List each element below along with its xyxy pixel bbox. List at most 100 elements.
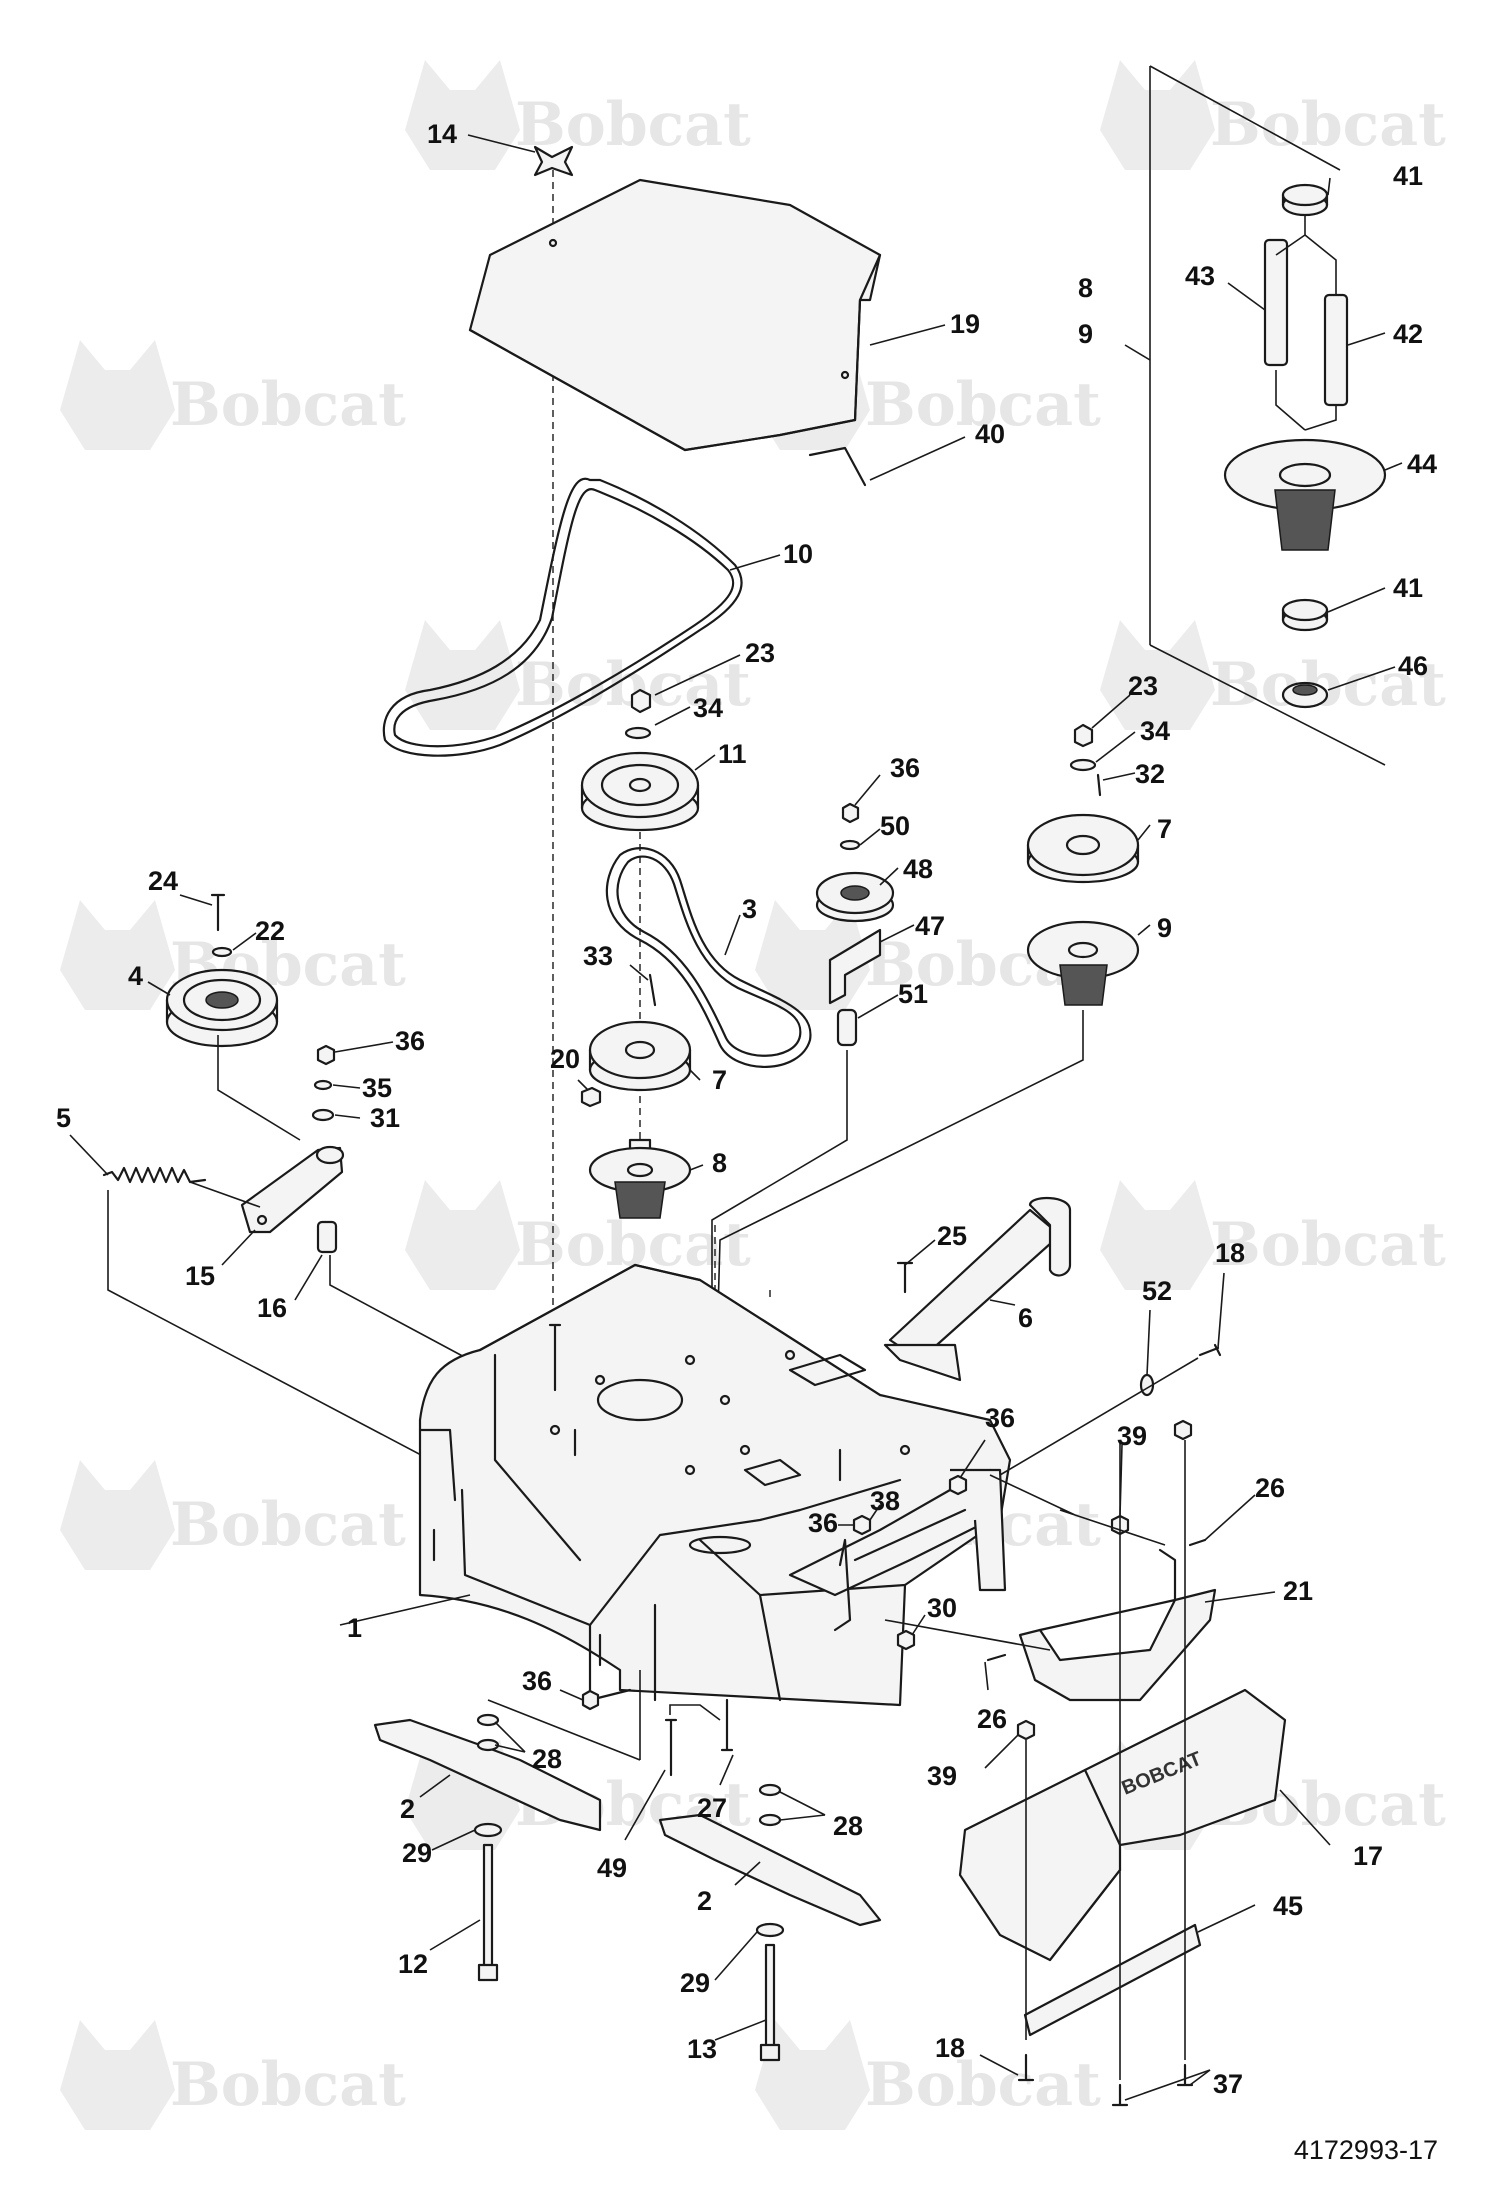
- callout-34: 34: [693, 693, 723, 723]
- callout-9: 9: [1078, 319, 1093, 349]
- center-small-pulley: [588, 1020, 692, 1092]
- callout-2: 2: [697, 1886, 712, 1916]
- callout-8: 8: [712, 1148, 727, 1178]
- watermark: Bobcat: [60, 2020, 406, 2130]
- callout-39: 39: [927, 1761, 957, 1791]
- idler-arm: [240, 1146, 344, 1234]
- idler-bushing: [836, 1008, 858, 1047]
- callout-26: 26: [977, 1704, 1007, 1734]
- watermark: Bobcat: [1100, 620, 1446, 730]
- callout-51: 51: [898, 979, 928, 1009]
- callout-1: 1: [347, 1613, 362, 1643]
- bolt-18-bottom: [1017, 2053, 1035, 2082]
- idler-pulley: [165, 968, 279, 1048]
- callout-36: 36: [808, 1508, 838, 1538]
- right-spindle: [1026, 920, 1140, 1006]
- svg-text:Bobcat: Bobcat: [865, 370, 1101, 440]
- bolt-37-a: [1111, 2083, 1129, 2107]
- drawing-number: 4172993-17: [1293, 2135, 1438, 2165]
- watermarks: Bobcat Bobcat Bobcat Bobcat Bobcat Bobca…: [60, 60, 1446, 2130]
- idler-spacer: [316, 1220, 338, 1254]
- callout-32: 32: [1135, 759, 1165, 789]
- callout-37: 37: [1213, 2069, 1243, 2099]
- callout-2: 2: [400, 1794, 415, 1824]
- callout-9: 9: [1157, 913, 1172, 943]
- callout-36: 36: [395, 1026, 425, 1056]
- callout-29: 29: [680, 1968, 710, 1998]
- front-bracket: [788, 1468, 1007, 1632]
- callout-36: 36: [522, 1666, 552, 1696]
- mower-deck: [418, 1263, 1012, 1707]
- callout-17: 17: [1353, 1841, 1383, 1871]
- callout-39: 39: [1117, 1421, 1147, 1451]
- bolt-37-b: [1176, 2063, 1194, 2087]
- cover-clip: [808, 446, 867, 487]
- center-stack: [580, 688, 700, 1219]
- assembly-axes: [552, 170, 771, 1390]
- chute-deflector: [1023, 1923, 1202, 2037]
- right-stack: [714, 723, 1140, 1421]
- belt-cover: [468, 178, 882, 452]
- callout-34: 34: [1140, 716, 1170, 746]
- blade-right: [658, 1813, 882, 1927]
- callout-42: 42: [1393, 319, 1423, 349]
- callout-19: 19: [950, 309, 980, 339]
- center-pulley: [580, 751, 700, 832]
- callout-25: 25: [937, 1221, 967, 1251]
- callout-41: 41: [1393, 573, 1423, 603]
- svg-text:Bobcat: Bobcat: [515, 90, 751, 160]
- callout-33: 33: [583, 941, 613, 971]
- callout-16: 16: [257, 1293, 287, 1323]
- callout-28: 28: [532, 1744, 562, 1774]
- center-spindle: [588, 1138, 692, 1219]
- callout-26: 26: [1255, 1473, 1285, 1503]
- idler-bracket: [828, 928, 882, 1005]
- callout-23: 23: [1128, 671, 1158, 701]
- callout-4: 4: [128, 961, 143, 991]
- rear-baffle: [1018, 1548, 1217, 1702]
- blade-bolt-13: [759, 1943, 781, 2062]
- callout-44: 44: [1407, 449, 1437, 479]
- callout-15: 15: [185, 1261, 215, 1291]
- callout-36: 36: [985, 1403, 1015, 1433]
- blade-left: [373, 1718, 602, 1832]
- callout-28: 28: [833, 1811, 863, 1841]
- main-drive-belt: [382, 477, 743, 757]
- callout-11: 11: [718, 739, 747, 769]
- callout-3: 3: [742, 894, 757, 924]
- callout-46: 46: [1398, 651, 1428, 681]
- svg-text:Bobcat: Bobcat: [865, 2050, 1101, 2120]
- watermark: Bobcat: [60, 1460, 406, 1570]
- bolt-26-left: [986, 1653, 1007, 1662]
- callout-22: 22: [255, 916, 285, 946]
- callout-7: 7: [712, 1065, 727, 1095]
- blade-bolt-12: [477, 1843, 499, 1982]
- callout-13: 13: [687, 2034, 717, 2064]
- callout-24: 24: [148, 866, 178, 896]
- callout-50: 50: [880, 811, 910, 841]
- svg-text:Bobcat: Bobcat: [1210, 1210, 1446, 1280]
- deck-arm: [883, 1196, 1072, 1382]
- bolt-18-top: [1198, 1343, 1222, 1357]
- watermark: Bobcat: [60, 340, 406, 450]
- callout-5: 5: [56, 1103, 71, 1133]
- callout-10: 10: [783, 539, 813, 569]
- cover-knob: [533, 145, 574, 177]
- spindle-detail: [1223, 183, 1387, 709]
- watermark: Bobcat: [405, 60, 751, 170]
- callout-49: 49: [597, 1853, 627, 1883]
- arm-bolt: [896, 1261, 914, 1294]
- watermark: Bobcat: [1100, 1180, 1446, 1290]
- callout-18: 18: [935, 2033, 965, 2063]
- callout-18: 18: [1215, 1238, 1245, 1268]
- callout-35: 35: [362, 1073, 392, 1103]
- tension-spring: [102, 1166, 207, 1184]
- watermark: Bobcat: [405, 1180, 751, 1290]
- secondary-belt: [605, 847, 812, 1068]
- svg-text:Bobcat: Bobcat: [1210, 650, 1446, 720]
- callout-8: 8: [1078, 273, 1093, 303]
- callout-45: 45: [1273, 1891, 1303, 1921]
- svg-text:Bobcat: Bobcat: [1210, 90, 1446, 160]
- spindle-detail-frame: [1124, 65, 1386, 766]
